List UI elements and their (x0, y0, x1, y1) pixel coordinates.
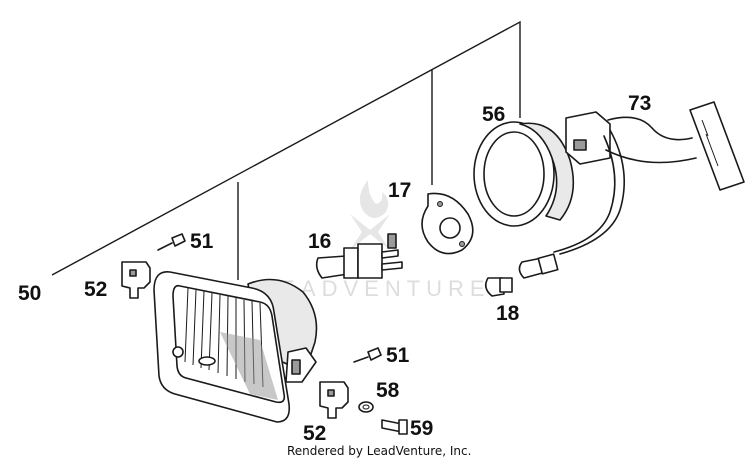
clip-bracket-lower (319, 381, 349, 419)
assembly-leader-lines (51, 20, 521, 280)
footer-credit: Rendered by LeadVenture, Inc. (287, 444, 471, 458)
label-16: 16 (308, 230, 331, 253)
label-59: 59 (410, 417, 433, 440)
label-51-lower: 51 (386, 344, 410, 367)
h4-bulb (315, 233, 403, 279)
washer (358, 401, 374, 413)
watermark-x-icon (350, 214, 390, 250)
bulb-retaining-ring (421, 192, 474, 255)
screw-upper (157, 233, 186, 251)
label-52-lower: 52 (303, 422, 326, 445)
watermark-flame-icon (359, 180, 389, 218)
label-51-upper: 51 (190, 230, 214, 253)
label-50: 50 (18, 282, 41, 305)
label-52-upper: 52 (84, 278, 107, 301)
part-labels: 50 51 52 16 17 56 73 18 51 58 52 59 (18, 92, 651, 445)
screw-lower (353, 347, 382, 363)
clip-bracket-upper (121, 261, 151, 299)
label-56: 56 (482, 103, 505, 126)
wiring-harness (553, 101, 745, 255)
parking-bulb (484, 253, 559, 297)
label-18: 18 (496, 302, 520, 325)
label-17: 17 (388, 179, 411, 202)
screw-59 (381, 419, 408, 435)
label-58: 58 (376, 379, 400, 402)
headlight-housing (153, 271, 318, 423)
rubber-boot (473, 121, 575, 227)
label-73: 73 (628, 92, 651, 115)
